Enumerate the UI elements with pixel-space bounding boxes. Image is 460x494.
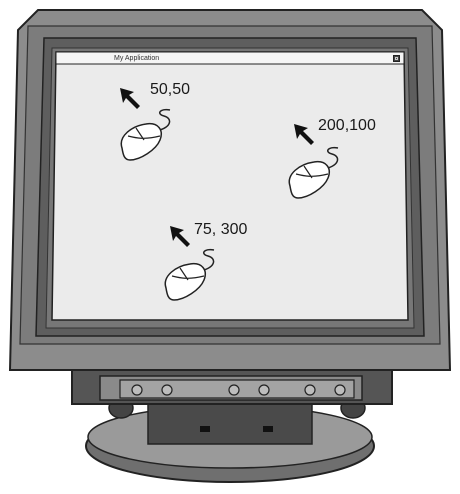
window-titlebar: My Application bbox=[62, 53, 402, 64]
coordinate-label: 200,100 bbox=[318, 118, 376, 134]
coordinate-label: 75, 300 bbox=[194, 222, 247, 238]
close-box-icon[interactable] bbox=[393, 55, 400, 62]
monitor-stand bbox=[86, 398, 374, 482]
coordinate-label: 50,50 bbox=[150, 82, 190, 98]
screen bbox=[52, 52, 408, 320]
window-title: My Application bbox=[114, 53, 159, 64]
